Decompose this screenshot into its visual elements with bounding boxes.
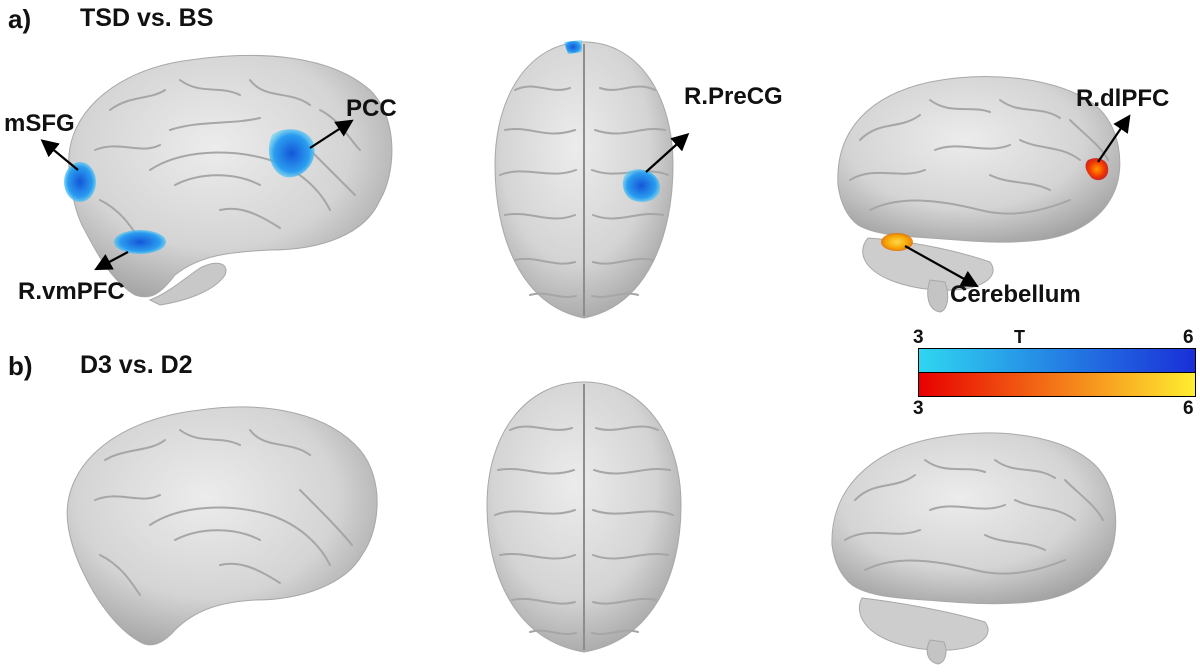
- arrow-pcc: [309, 119, 354, 149]
- colorbar-red: [918, 372, 1196, 397]
- label-cerebellum: Cerebellum: [950, 281, 1081, 308]
- panel-a-letter: a): [8, 4, 32, 34]
- activation-pcc: [268, 129, 315, 178]
- label-rprecg: R.PreCG: [684, 83, 783, 110]
- scale-red-min: 3: [913, 398, 924, 419]
- activation-rdlpfc: [1085, 158, 1109, 181]
- activation-rprecg: [622, 169, 660, 202]
- brain-dorsal-a: [494, 41, 674, 319]
- panel-b-letter: b): [8, 351, 33, 381]
- scale-blue-max: 6: [1183, 327, 1194, 348]
- activation-msfg: [64, 162, 96, 202]
- brain-medial-b: [66, 406, 378, 646]
- arrow-rvmpfc: [94, 251, 129, 271]
- arrow-rprecg: [645, 133, 690, 173]
- label-rdlpfc: R.dlPFC: [1076, 85, 1170, 112]
- activation-frontal-pole: [564, 40, 582, 54]
- label-pcc: PCC: [346, 95, 397, 122]
- arrow-rdlpfc: [1097, 114, 1131, 163]
- activation-rvmpfc: [114, 230, 166, 254]
- label-msfg: mSFG: [4, 110, 75, 137]
- colorbar-blue: [918, 348, 1196, 373]
- panel-b-title: D3 vs. D2: [80, 351, 193, 379]
- label-rvmpfc: R.vmPFC: [18, 278, 125, 305]
- arrow-cerebellum: [904, 245, 979, 288]
- brain-medial-a: [68, 54, 393, 306]
- scale-blue-min: 3: [913, 327, 924, 348]
- brain-dorsal-b: [486, 381, 682, 653]
- arrow-msfg: [40, 139, 79, 171]
- brain-lateral-b: [831, 432, 1117, 665]
- panel-a-title: TSD vs. BS: [80, 4, 214, 32]
- scale-red-max: 6: [1183, 398, 1194, 419]
